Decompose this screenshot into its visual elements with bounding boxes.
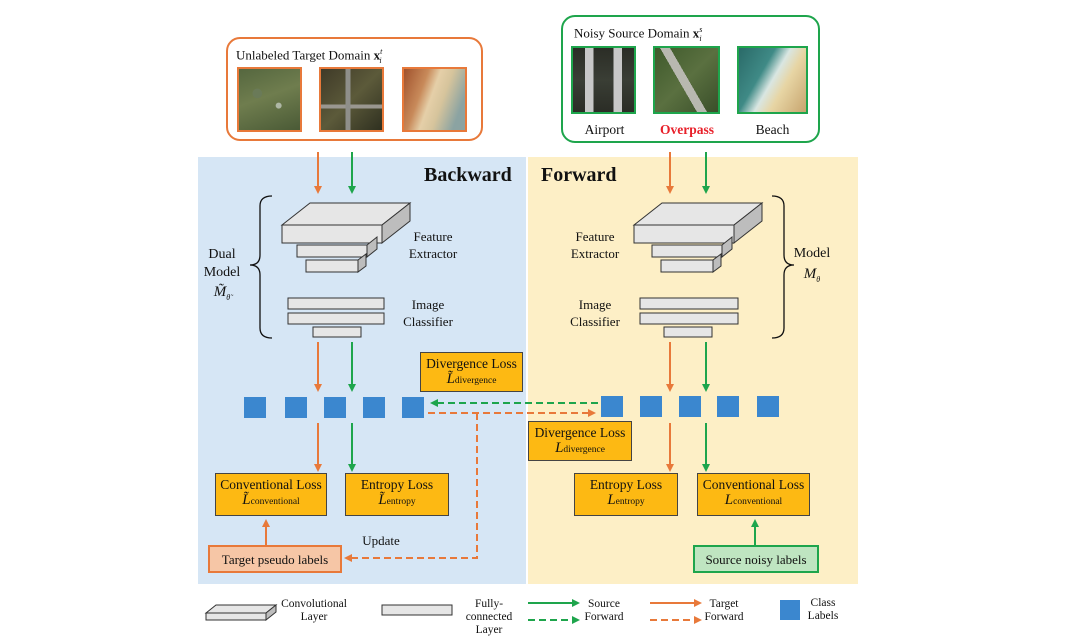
backward-image-classifier-label: Image Classifier [403, 297, 453, 329]
conventional-loss-tilde: Conventional Loss L̃conventional [215, 473, 327, 516]
source-label-airport: Airport [584, 122, 625, 137]
source-noisy-labels-box: Source noisy labels [693, 545, 819, 573]
target-domain-title: Unlabeled Target Domain xti [236, 47, 383, 65]
target-image-overpass [319, 67, 384, 132]
target-domain-box [226, 37, 483, 141]
source-label-beach: Beach [755, 122, 790, 137]
source-domain-box [561, 15, 820, 143]
backward-fc-layers [287, 297, 385, 338]
conventional-loss: Conventional Loss Lconventional [697, 473, 810, 516]
target-pseudo-labels-box: Target pseudo labels [208, 545, 342, 573]
backward-conv-layers [280, 201, 412, 273]
target-image-beach [402, 67, 467, 132]
backward-feature-extractor-label: Feature Extractor [408, 229, 458, 261]
forward-image-classifier-label: Image Classifier [570, 297, 620, 329]
divergence-loss-tilde: Divergence Loss L̃divergence [420, 352, 523, 392]
legend-conv-layer: Convolutional Layer [281, 598, 347, 623]
update-label: Update [362, 533, 400, 548]
divergence-loss: Divergence Loss Ldivergence [528, 421, 632, 461]
model-symbol: Mθ [803, 266, 821, 284]
source-label-overpass: Overpass [660, 122, 714, 137]
model-label: Model [793, 246, 831, 261]
target-image-airport [237, 67, 302, 132]
dual-model-label: Dual Model [203, 247, 241, 280]
legend-target-forward: Target Forward [704, 598, 744, 623]
forward-conv-layers [632, 201, 764, 273]
source-domain-title: Noisy Source Domain xsi [574, 25, 703, 43]
backward-class-squares [244, 397, 424, 418]
panel-divider [526, 157, 527, 584]
legend-icons [204, 599, 800, 624]
forward-fc-layers [639, 297, 739, 338]
legend-source-forward: Source Forward [584, 598, 624, 623]
legend-fc-layer: Fully-connected Layer [465, 598, 513, 636]
dual-model-symbol: M̃θ̃ [213, 284, 231, 302]
legend-class-labels: Class Labels [807, 597, 839, 622]
source-image-beach [737, 46, 808, 114]
forward-class-squares [601, 396, 779, 417]
model-brace [771, 195, 795, 339]
forward-feature-extractor-label: Feature Extractor [570, 229, 620, 261]
source-image-airport [571, 46, 636, 114]
forward-title: Forward [541, 164, 617, 186]
backward-title: Backward [424, 164, 512, 186]
entropy-loss-tilde: Entropy Loss L̃entropy [345, 473, 449, 516]
source-image-overpass [653, 46, 720, 114]
dual-model-brace [249, 195, 273, 339]
entropy-loss: Entropy Loss Lentropy [574, 473, 678, 516]
